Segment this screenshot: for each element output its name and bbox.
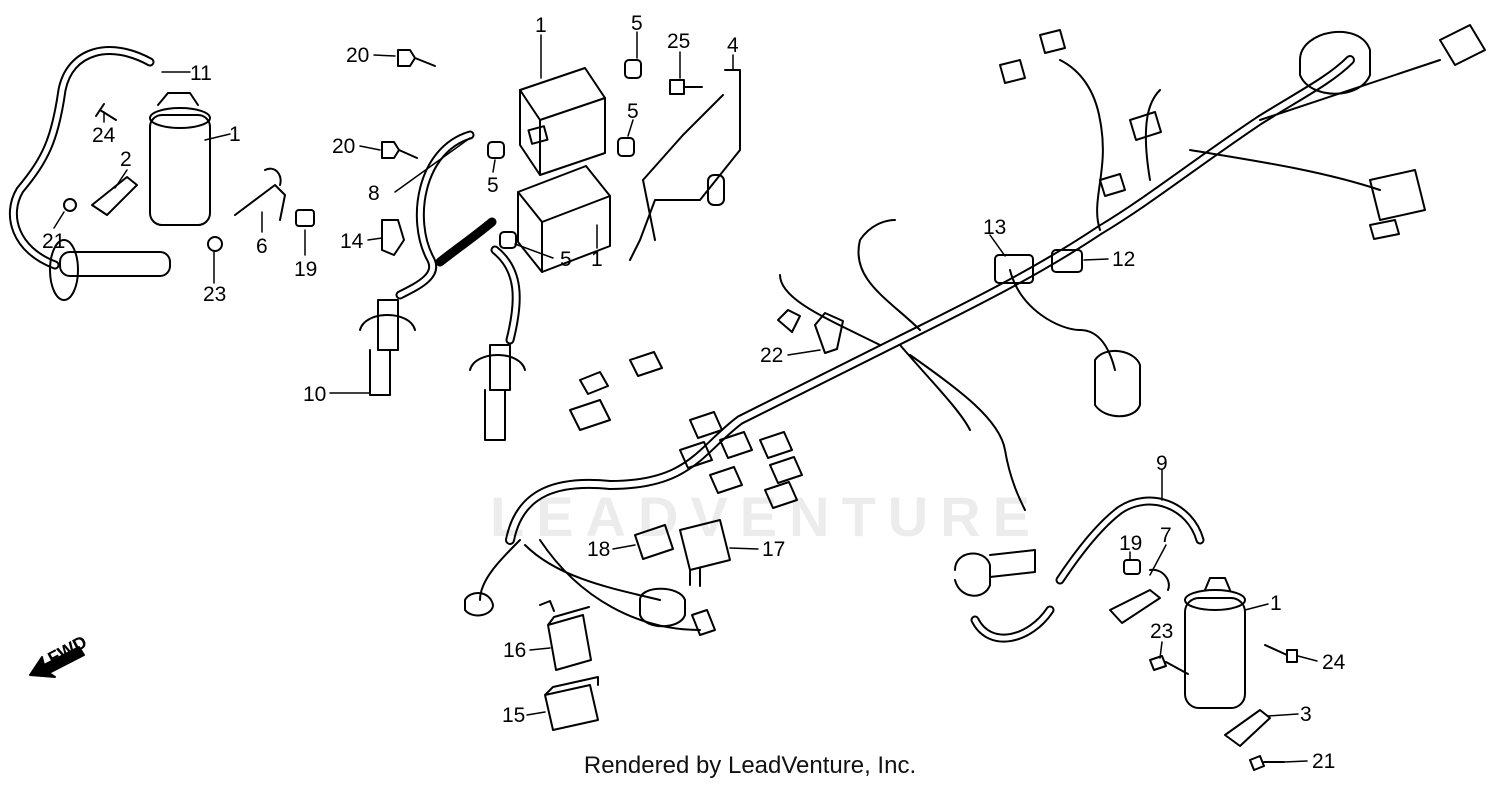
callout-5: 5: [560, 248, 572, 271]
leader-lines: [53, 31, 1318, 763]
callout-1: 1: [591, 248, 603, 271]
callout-5: 5: [487, 174, 499, 197]
callout-8: 8: [368, 182, 380, 205]
plug-cap-10: [359, 299, 416, 396]
callout-2: 2: [120, 148, 132, 171]
right-ignition-coil-group: [954, 496, 1298, 771]
lower-plug: [464, 587, 686, 628]
main-wire-harness: [464, 24, 1486, 636]
fuse-box-18: [634, 524, 674, 560]
rubber-mount-15: [544, 676, 599, 731]
callout-21: 21: [1312, 750, 1335, 773]
left-plug-cap: [59, 251, 171, 277]
center-coil-upper: [519, 67, 606, 176]
callout-20: 20: [332, 135, 355, 158]
watermark: LEADVENTURE: [490, 485, 1043, 548]
relay-16: [539, 600, 592, 671]
callout-18: 18: [587, 538, 610, 561]
callout-17: 17: [762, 538, 785, 561]
callout-24: 24: [1322, 651, 1346, 674]
callout-19: 19: [1119, 532, 1142, 555]
connector-13: [994, 254, 1034, 284]
left-coil-body: [149, 114, 211, 226]
harness-branch-right: [1009, 269, 1116, 371]
callout-12: 12: [1112, 248, 1135, 271]
plug-cap-lower: [469, 344, 526, 441]
callout-14: 14: [340, 230, 364, 253]
connector-12: [1051, 249, 1083, 273]
callout-16: 16: [503, 639, 526, 662]
connector-right-box: [1369, 169, 1426, 240]
connector-right-mid: [1094, 349, 1141, 418]
bolt-20b: [381, 141, 418, 159]
callout-1: 1: [535, 14, 547, 37]
center-coil-lower: [517, 165, 611, 273]
callout-labels: 1 1 1 1 2 3 4 5 5 5 5 6 7 8 9 10 11 12 1…: [42, 12, 1346, 773]
bolt-25: [669, 79, 703, 95]
right-bracket-3: [1224, 709, 1271, 747]
left-ignition-coil-group: [8, 46, 315, 301]
callout-1: 1: [229, 123, 241, 146]
clip-14: [381, 219, 405, 256]
bolt-20a: [397, 49, 436, 67]
bracket-right-lower: [691, 609, 716, 636]
clip-5c: [487, 141, 505, 159]
callout-19: 19: [294, 258, 317, 281]
callout-21: 21: [42, 230, 65, 253]
harness-branch-mid: [779, 219, 1026, 511]
callout-3: 3: [1300, 703, 1312, 726]
connector-top-left: [999, 29, 1162, 197]
clip-5b: [617, 137, 635, 157]
callout-9: 9: [1156, 452, 1168, 475]
bolt-21-right: [1249, 755, 1285, 771]
stay-plate-4: [629, 69, 741, 261]
callout-7: 7: [1160, 524, 1172, 547]
callout-20: 20: [346, 44, 369, 67]
callout-15: 15: [502, 704, 525, 727]
harness-branch-top: [1059, 59, 1441, 231]
harness-branch-lower: [479, 539, 701, 631]
left-bracket: [91, 176, 138, 216]
bolt-23-right: [1149, 655, 1189, 675]
callout-11: 11: [190, 62, 212, 85]
callout-5: 5: [627, 100, 639, 123]
harness-trunk: [505, 55, 1355, 545]
callout-23: 23: [1150, 620, 1173, 643]
callout-5: 5: [631, 12, 643, 35]
connector-22: [777, 309, 844, 354]
callout-6: 6: [256, 235, 268, 258]
right-plug-cap: [954, 549, 1036, 597]
right-coil-body: [1184, 597, 1246, 709]
callout-13: 13: [983, 216, 1006, 239]
callout-4: 4: [727, 34, 739, 57]
fwd-arrow-icon: [29, 646, 85, 678]
left-collar-19: [295, 209, 315, 227]
bolt-24-right: [1264, 644, 1298, 663]
footer-credit: Rendered by LeadVenture, Inc.: [583, 752, 917, 779]
callout-25: 25: [667, 30, 690, 53]
harness-connectors: [569, 351, 803, 509]
clip-5d: [499, 231, 517, 249]
callout-22: 22: [760, 344, 783, 367]
left-clip-6: [234, 167, 286, 221]
callout-1: 1: [1270, 592, 1282, 615]
center-coil-group: [359, 49, 741, 441]
lower-parts-group: [539, 600, 599, 731]
callout-10: 10: [303, 383, 326, 406]
right-collar-19: [1123, 559, 1141, 575]
switch-top-right: [1299, 24, 1486, 95]
callout-23: 23: [203, 283, 226, 306]
relay-17: [679, 519, 731, 587]
callout-24: 24: [92, 124, 116, 147]
right-clip-7: [1109, 568, 1170, 624]
clip-5a: [624, 59, 642, 79]
